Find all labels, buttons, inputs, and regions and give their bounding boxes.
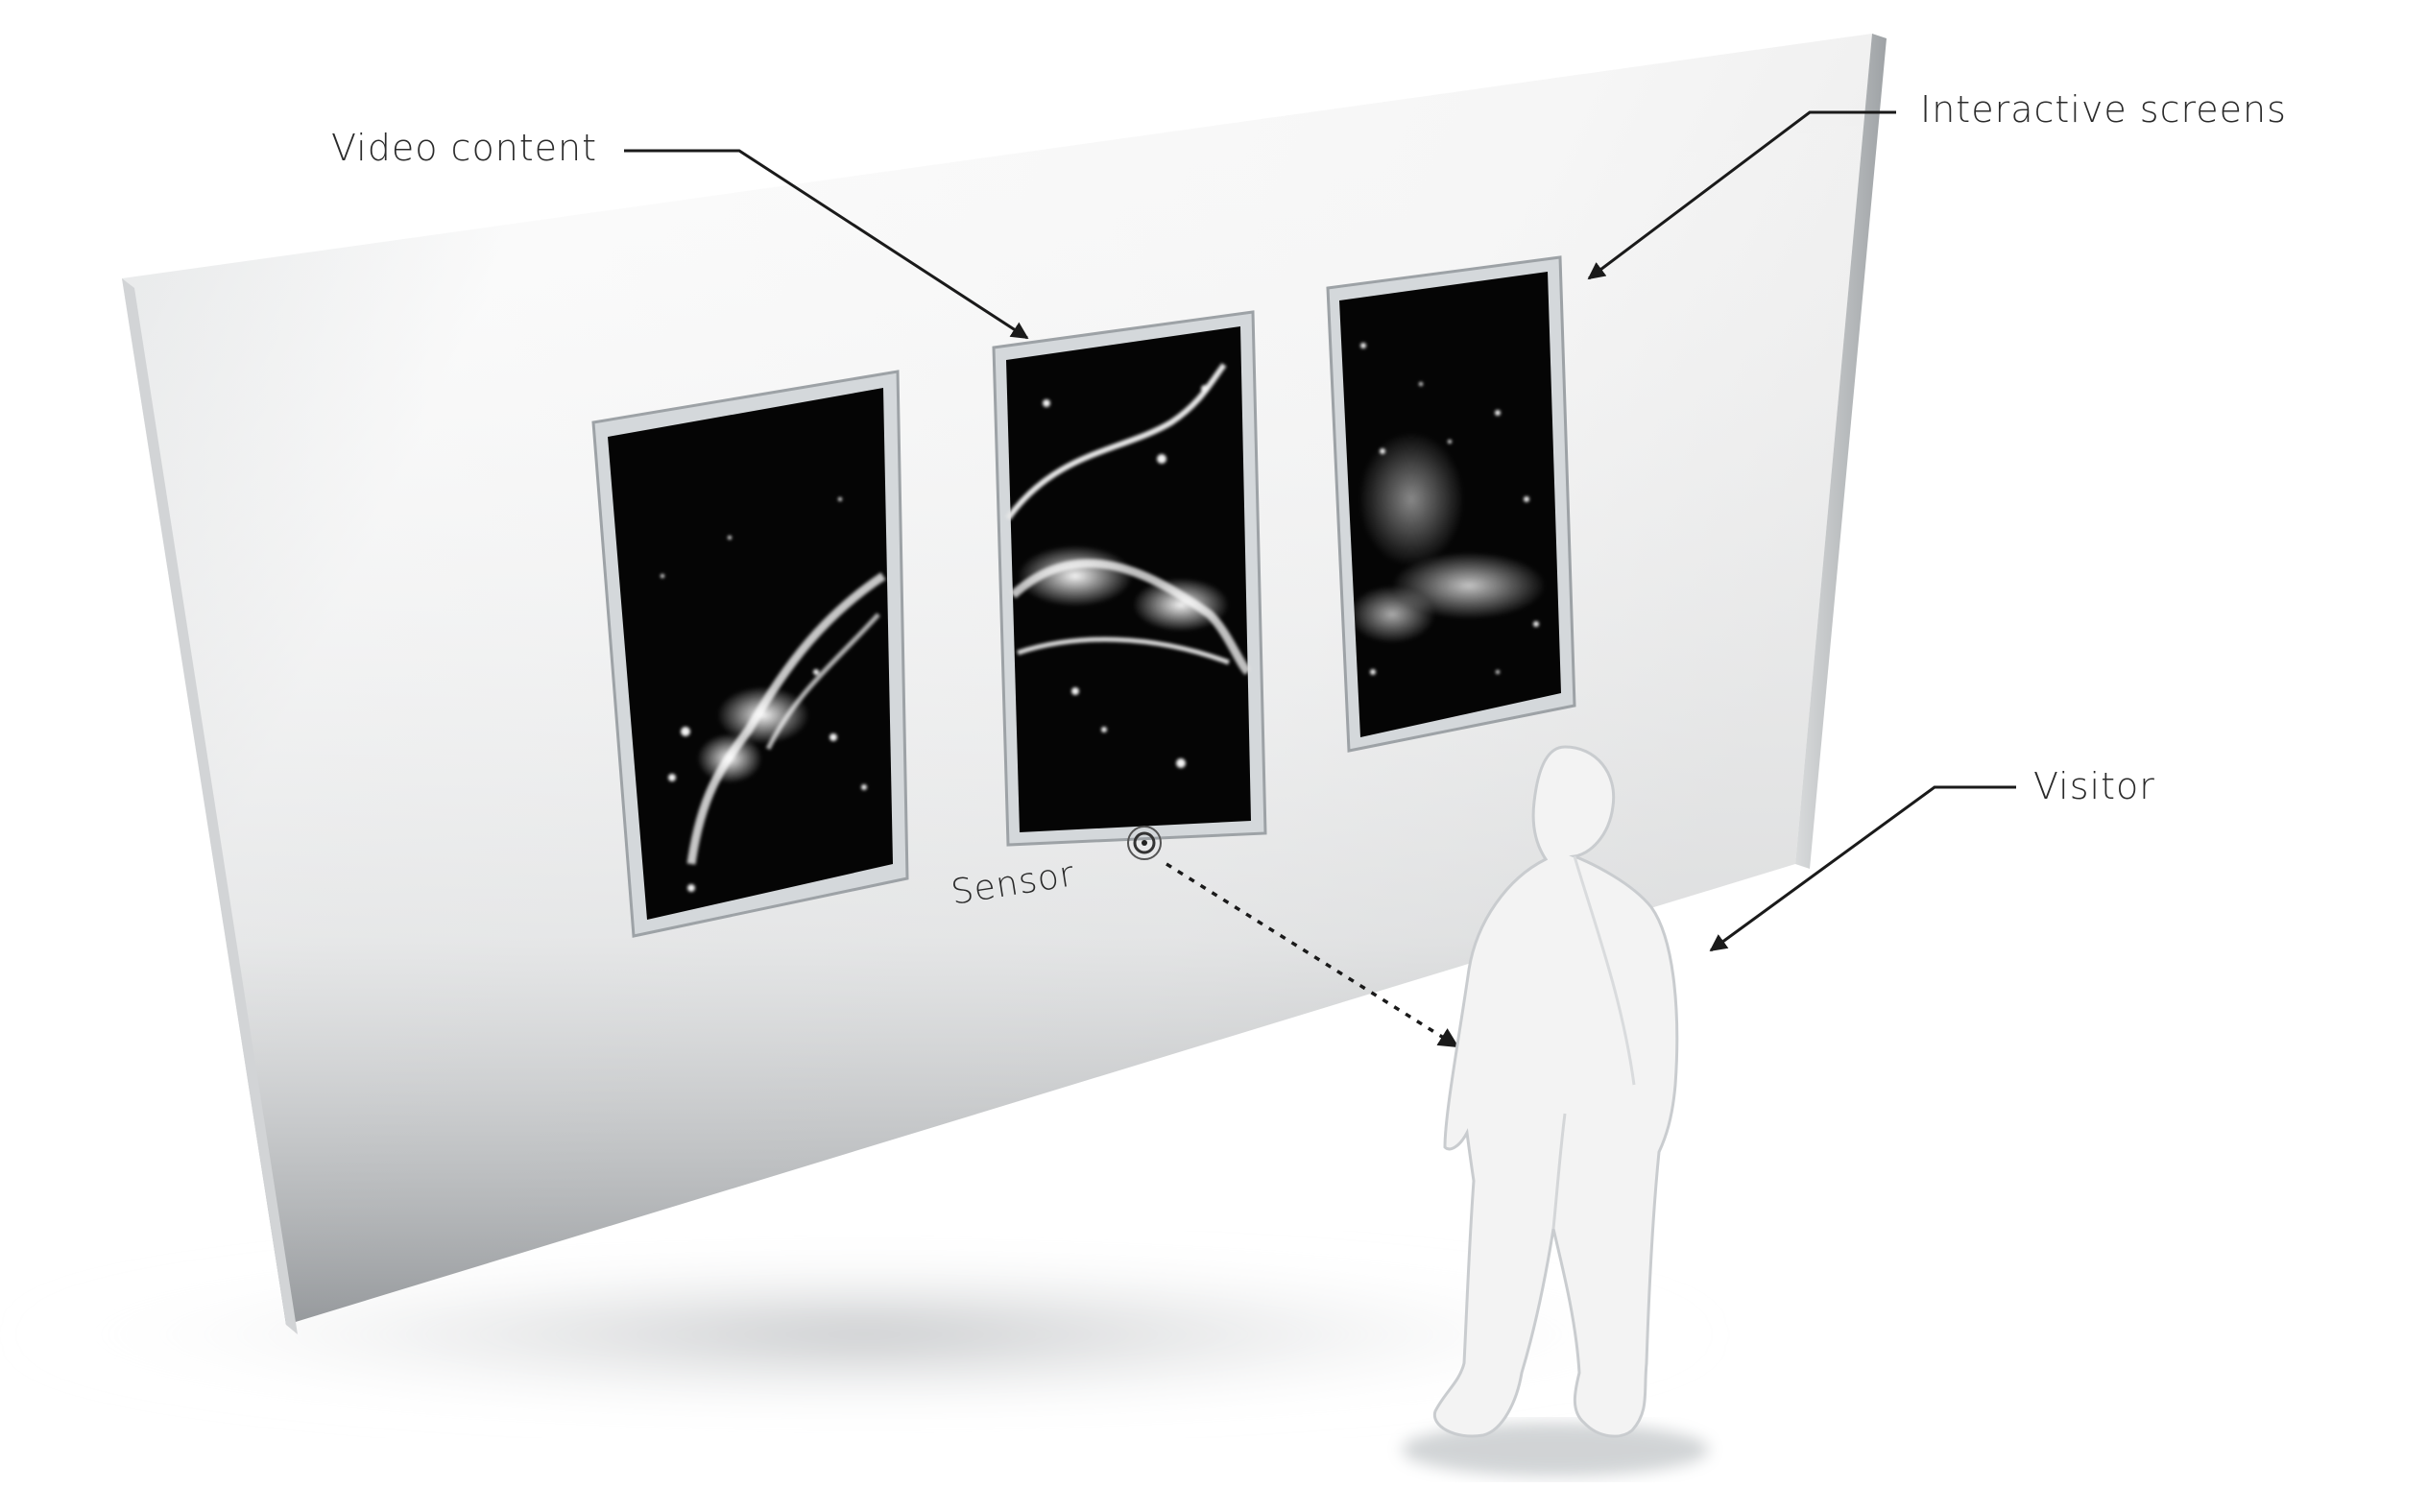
video-content-leader <box>624 149 1029 340</box>
sensor-target-icon <box>1127 826 1162 860</box>
screen-left <box>591 370 909 938</box>
sensor-detection-arrow <box>1166 862 1459 1048</box>
interactive-screens-label: Interactive screens <box>1920 88 2287 131</box>
visitor-leader <box>1709 785 2016 952</box>
video-content-label: Video content <box>331 127 597 169</box>
wall-floor-shadow <box>0 1248 1728 1421</box>
screen-right <box>1326 255 1576 753</box>
interactive-screens-leader <box>1587 110 1896 280</box>
screen-center <box>992 310 1267 847</box>
person-figure-icon <box>1432 745 1679 1438</box>
visitor-label: Visitor <box>2033 765 2155 807</box>
